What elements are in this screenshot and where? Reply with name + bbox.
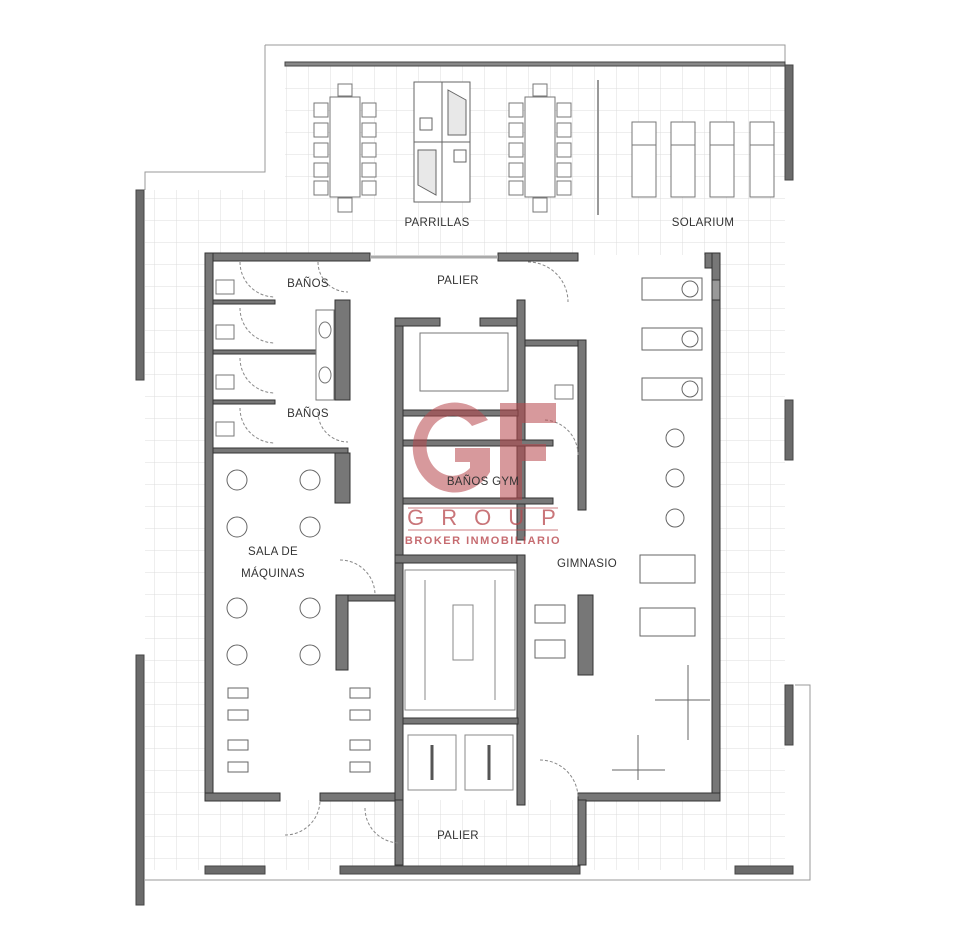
watermark-tagline: BROKER INMOBILIARIO xyxy=(405,535,561,547)
label-banos-gym: BAÑOS GYM xyxy=(447,475,519,488)
sun-loungers xyxy=(631,121,775,198)
staircase xyxy=(404,569,516,791)
label-solarium: SOLARIUM xyxy=(672,217,734,229)
door-swings xyxy=(239,261,579,844)
label-sala-line1: SALA DE xyxy=(248,546,298,558)
watermark-logo: GROUP BROKER INMOBILIARIO xyxy=(405,402,573,547)
label-palier-top: PALIER xyxy=(437,275,479,287)
watermark-gf-mark xyxy=(412,402,556,500)
building-walls xyxy=(204,252,721,866)
grills xyxy=(413,81,471,203)
label-banos-1: BAÑOS xyxy=(287,277,329,290)
label-banos-2: BAÑOS xyxy=(287,407,329,420)
label-gimnasio: GIMNASIO xyxy=(557,558,617,570)
perimeter-walls xyxy=(135,61,794,906)
washing-machines xyxy=(226,469,371,773)
watermark-group: GROUP xyxy=(407,505,573,530)
room-labels: PARRILLAS SOLARIUM PALIER BAÑOS BAÑOS BA… xyxy=(241,217,734,842)
label-parrillas: PARRILLAS xyxy=(404,217,469,229)
label-sala-line2: MÁQUINAS xyxy=(241,567,305,580)
dining-tables xyxy=(313,83,572,213)
label-palier-bottom: PALIER xyxy=(437,830,479,842)
gym-equipment xyxy=(534,277,710,780)
bathroom-fixtures xyxy=(215,279,574,437)
